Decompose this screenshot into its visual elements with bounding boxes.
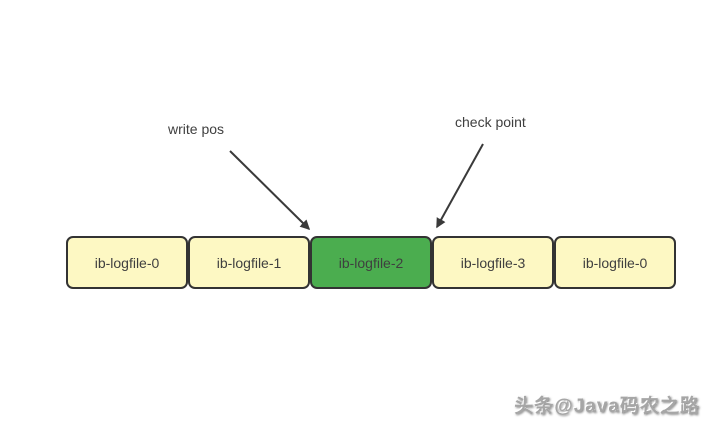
watermark: 头条@Java码农之路 bbox=[514, 396, 700, 417]
write-pos-label: write pos bbox=[168, 121, 225, 137]
logfile-segment-4: ib-logfile-0 bbox=[554, 236, 676, 289]
logfile-segment-0: ib-logfile-0 bbox=[66, 236, 188, 289]
check-point-arrow bbox=[436, 143, 484, 229]
logfile-segment-1: ib-logfile-1 bbox=[188, 236, 310, 289]
logfile-row: ib-logfile-0 ib-logfile-1 ib-logfile-2 i… bbox=[66, 236, 676, 289]
check-point-label: check point bbox=[455, 114, 526, 130]
logfile-segment-3: ib-logfile-3 bbox=[432, 236, 554, 289]
write-pos-arrow bbox=[229, 150, 311, 231]
logfile-segment-2: ib-logfile-2 bbox=[310, 236, 432, 289]
